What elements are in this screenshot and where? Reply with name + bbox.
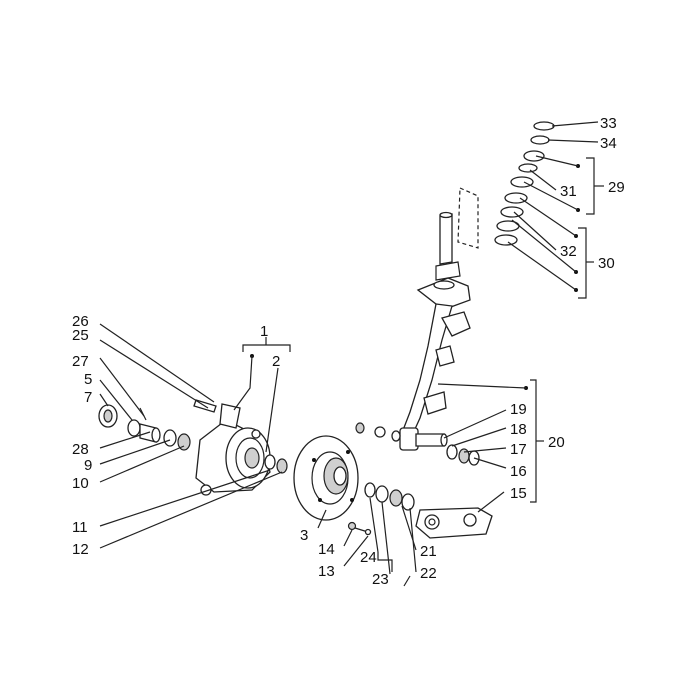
leader-lines (99, 121, 604, 587)
swing-link-15 (415, 507, 493, 539)
callout-34: 34 (600, 135, 617, 152)
nut-16-17 (446, 444, 480, 466)
callout-15: 15 (510, 485, 527, 502)
fork-small-washers (355, 422, 401, 442)
screw-13-14 (347, 521, 372, 536)
washer-stack-29-34 (494, 121, 555, 246)
callout-21: 21 (420, 543, 437, 560)
callout-7: 7 (84, 389, 92, 406)
callout-19: 19 (510, 401, 527, 418)
callout-5: 5 (84, 371, 92, 388)
callout-31: 31 (560, 183, 577, 200)
callout-25: 25 (72, 327, 89, 344)
axle-shaft-19 (399, 427, 448, 451)
callout-11: 11 (72, 519, 88, 536)
callout-29: 29 (608, 179, 625, 196)
callout-24: 24 (360, 549, 377, 566)
callout-17: 17 (510, 441, 527, 458)
callout-1: 1 (260, 323, 268, 340)
callout-18: 18 (510, 421, 527, 438)
callout-14: 14 (318, 541, 335, 558)
callout-23: 23 (372, 571, 389, 588)
bearing-stack-left (98, 404, 191, 451)
wheel-hub-1 (195, 403, 271, 496)
callout-12: 12 (72, 541, 89, 558)
steering-column-tube (435, 211, 461, 281)
parts-illustration (98, 121, 555, 539)
callout-22: 22 (420, 565, 437, 582)
hub-washer-11-12 (264, 454, 288, 474)
brake-disc-3 (293, 435, 359, 521)
washer-stack-21-24 (364, 482, 415, 511)
callout-9: 9 (84, 457, 92, 474)
fork-arm (399, 277, 471, 441)
callout-10: 10 (72, 475, 89, 492)
callout-2: 2 (272, 353, 280, 370)
callout-labels: 1 2 3 5 7 9 10 11 12 13 14 15 16 17 18 1… (72, 115, 625, 588)
callout-16: 16 (510, 463, 527, 480)
callout-3: 3 (300, 527, 308, 544)
callout-26: 26 (72, 313, 89, 330)
callout-28: 28 (72, 441, 89, 458)
callout-30: 30 (598, 255, 615, 272)
callout-32: 32 (560, 243, 577, 260)
callout-20: 20 (548, 434, 565, 451)
callout-27: 27 (72, 353, 89, 370)
callout-33: 33 (600, 115, 617, 132)
callout-13: 13 (318, 563, 335, 580)
